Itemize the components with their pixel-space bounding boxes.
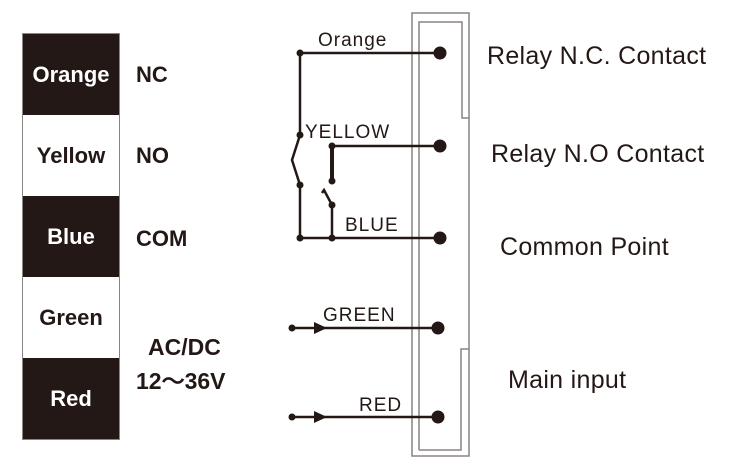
label-blue: BLUE [345, 215, 399, 236]
label-red: RED [359, 395, 402, 416]
connector-outer [411, 12, 470, 457]
terminal-com [433, 231, 447, 245]
terminal-green [431, 321, 445, 335]
junction-dot [328, 142, 336, 150]
junction-dot [328, 177, 336, 185]
junction-dot [328, 234, 336, 242]
no-switch-contact [320, 187, 334, 206]
label-green: GREEN [323, 305, 396, 326]
terminal-label-com: Common Point [500, 233, 669, 261]
junction-dot [296, 234, 304, 242]
function-com: COM [136, 226, 188, 251]
terminal-label-nc: Relay N.C. Contact [487, 42, 707, 70]
terminal-nc [433, 46, 447, 60]
terminal-red [431, 410, 445, 424]
wire-color-table: Orange Yellow Blue Green Red [22, 33, 120, 440]
function-nc: NC [136, 62, 168, 87]
label-yellow: YELLOW [305, 122, 390, 143]
wire-row-orange: Orange [23, 34, 119, 115]
junction-dot [296, 49, 304, 57]
power-voltage: 12～36V [136, 368, 226, 394]
green-arrow-icon [314, 322, 327, 334]
label-orange: Orange [318, 30, 387, 51]
connector-outline [411, 12, 470, 457]
wire-row-blue: Blue [23, 196, 119, 277]
connector-inner-bottom [419, 348, 469, 451]
input-dot [288, 324, 296, 332]
terminal-no [433, 139, 447, 153]
junction-dot [296, 131, 304, 139]
function-no: NO [136, 143, 169, 168]
power-type: AC/DC [148, 334, 221, 360]
nc-switch-contact [290, 134, 302, 186]
junction-dot [328, 201, 336, 209]
input-dot [288, 413, 296, 421]
junction-dot [296, 181, 304, 189]
terminal-label-no: Relay N.O Contact [491, 140, 705, 168]
wire-row-green: Green [23, 277, 119, 358]
wire-row-red: Red [23, 358, 119, 439]
red-arrow-icon [314, 411, 327, 423]
connector-inner-top [418, 21, 469, 450]
wire-row-yellow: Yellow [23, 115, 119, 196]
terminal-label-main: Main input [508, 366, 627, 394]
